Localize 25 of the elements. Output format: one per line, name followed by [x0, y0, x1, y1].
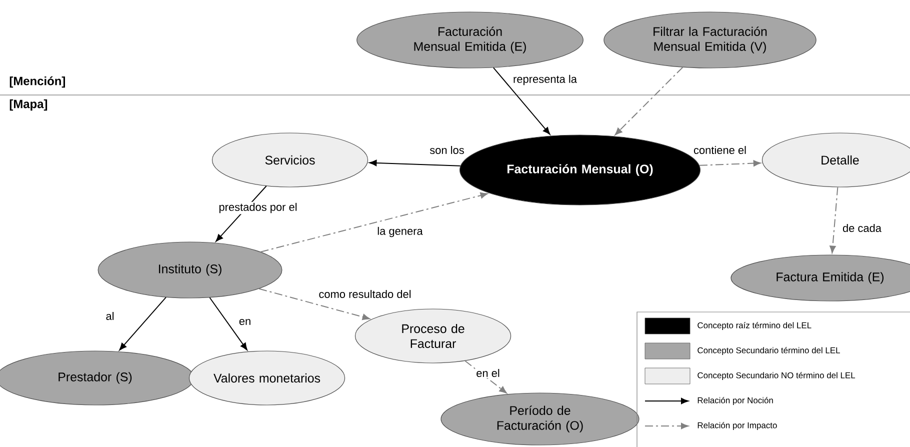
arrow — [260, 192, 488, 252]
edge-label: en — [238, 318, 252, 326]
arrow — [119, 296, 166, 350]
arrow — [830, 186, 838, 254]
arrow — [492, 67, 550, 135]
legend-text: Relación por Noción — [698, 397, 773, 405]
arrow — [614, 66, 684, 136]
legend-text: Concepto Secundario NO término del LEL — [698, 372, 856, 380]
legend-text: Concepto Secundario término del LEL — [698, 347, 840, 355]
edge-label: representa la — [512, 74, 578, 86]
arrow — [209, 297, 248, 350]
edge-label: prestados por el — [218, 202, 298, 214]
edge-label: la genera — [376, 226, 424, 238]
edge-label: de cada — [842, 222, 882, 234]
edge-label: como resultado del — [318, 288, 412, 300]
arrow — [369, 160, 461, 166]
section-label: [Mapa] — [10, 99, 48, 111]
edge-label: en el — [475, 368, 501, 378]
arrow — [698, 160, 761, 166]
section-label: [Mención] — [10, 76, 65, 88]
legend-text: Relación por Impacto — [698, 422, 777, 430]
arrow — [258, 288, 370, 320]
edge-label: al — [104, 310, 116, 322]
legend-text: Concepto raíz término del LEL — [698, 322, 812, 330]
arrow — [464, 360, 507, 394]
